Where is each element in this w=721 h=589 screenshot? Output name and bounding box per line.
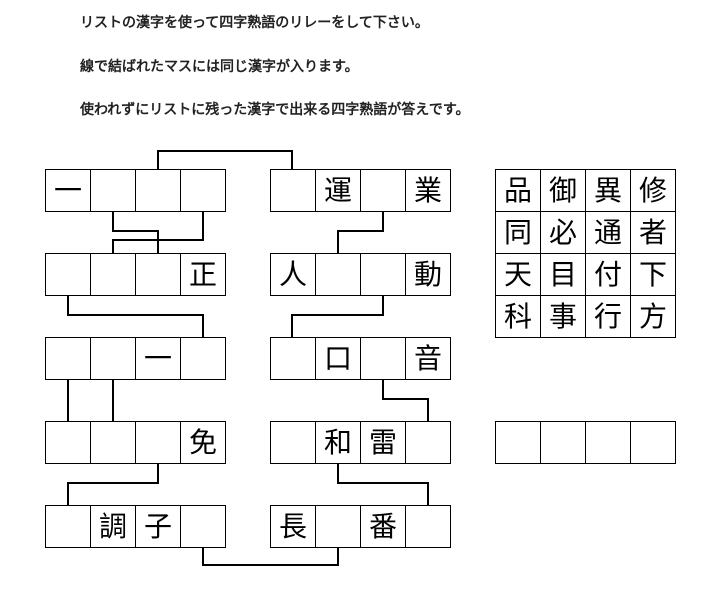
kanji-list-cell-0-2: 異 [585, 169, 631, 212]
right-row-4-cell-3[interactable] [405, 505, 451, 548]
left-row-3-cell-0[interactable] [45, 421, 91, 464]
left-row-0-cell-0[interactable]: 一 [45, 169, 91, 212]
right-row-2-cell-1[interactable]: 口 [315, 337, 361, 380]
right-row-2-cell-3[interactable]: 音 [405, 337, 451, 380]
kanji-list-cell-3-3: 方 [630, 295, 676, 338]
right-row-4-cell-1[interactable] [315, 505, 361, 548]
right-row-3-cell-0[interactable] [270, 421, 316, 464]
kanji-list-cell-0-3: 修 [630, 169, 676, 212]
left-row-2-cell-1[interactable] [90, 337, 136, 380]
left-row-1-cell-2[interactable] [135, 253, 181, 296]
left-row-4-cell-0[interactable] [45, 505, 91, 548]
right-row-0-cell-1[interactable]: 運 [315, 169, 361, 212]
kanji-list-cell-2-1: 目 [540, 253, 586, 296]
kanji-list-cell-1-1: 必 [540, 211, 586, 254]
kanji-list-cell-3-2: 行 [585, 295, 631, 338]
kanji-list-cell-2-2: 付 [585, 253, 631, 296]
right-row-1-cell-2[interactable] [360, 253, 406, 296]
left-row-2-cell-0[interactable] [45, 337, 91, 380]
answer-cell-3[interactable] [630, 421, 676, 464]
kanji-list-cell-1-3: 者 [630, 211, 676, 254]
left-row-0-cell-1[interactable] [90, 169, 136, 212]
answer-cell-2[interactable] [585, 421, 631, 464]
kanji-list-cell-0-0: 品 [495, 169, 541, 212]
left-row-1-cell-3[interactable]: 正 [180, 253, 226, 296]
kanji-list-cell-2-3: 下 [630, 253, 676, 296]
left-row-0-cell-2[interactable] [135, 169, 181, 212]
instruction-line-3: 使われずにリストに残った漢字で出来る四字熟語が答えです。 [80, 102, 470, 118]
left-row-4-cell-2[interactable]: 子 [135, 505, 181, 548]
left-row-4-cell-3[interactable] [180, 505, 226, 548]
right-row-2-cell-2[interactable] [360, 337, 406, 380]
kanji-list-cell-3-1: 事 [540, 295, 586, 338]
right-row-0-cell-3[interactable]: 業 [405, 169, 451, 212]
right-row-1-cell-0[interactable]: 人 [270, 253, 316, 296]
instruction-line-1: リストの漢字を使って四字熟語のリレーをして下さい。 [80, 15, 429, 31]
left-row-4-cell-1[interactable]: 調 [90, 505, 136, 548]
right-row-0-cell-0[interactable] [270, 169, 316, 212]
right-row-4-cell-0[interactable]: 長 [270, 505, 316, 548]
left-row-2-cell-2[interactable]: 一 [135, 337, 181, 380]
answer-cell-1[interactable] [540, 421, 586, 464]
right-row-3-cell-1[interactable]: 和 [315, 421, 361, 464]
kanji-list-cell-1-2: 通 [585, 211, 631, 254]
right-row-2-cell-0[interactable] [270, 337, 316, 380]
right-row-4-cell-2[interactable]: 番 [360, 505, 406, 548]
right-row-0-cell-2[interactable] [360, 169, 406, 212]
instruction-line-2: 線で結ばれたマスには同じ漢字が入ります。 [80, 59, 359, 75]
left-row-2-cell-3[interactable] [180, 337, 226, 380]
left-row-0-cell-3[interactable] [180, 169, 226, 212]
left-row-3-cell-1[interactable] [90, 421, 136, 464]
left-row-3-cell-2[interactable] [135, 421, 181, 464]
right-row-3-cell-3[interactable] [405, 421, 451, 464]
kanji-list-cell-2-0: 天 [495, 253, 541, 296]
right-row-1-cell-1[interactable] [315, 253, 361, 296]
answer-cell-0[interactable] [495, 421, 541, 464]
kanji-list-cell-0-1: 御 [540, 169, 586, 212]
left-row-1-cell-1[interactable] [90, 253, 136, 296]
left-row-3-cell-3[interactable]: 免 [180, 421, 226, 464]
kanji-list-cell-3-0: 科 [495, 295, 541, 338]
left-row-1-cell-0[interactable] [45, 253, 91, 296]
right-row-3-cell-2[interactable]: 雷 [360, 421, 406, 464]
right-row-1-cell-3[interactable]: 動 [405, 253, 451, 296]
kanji-list-cell-1-0: 同 [495, 211, 541, 254]
